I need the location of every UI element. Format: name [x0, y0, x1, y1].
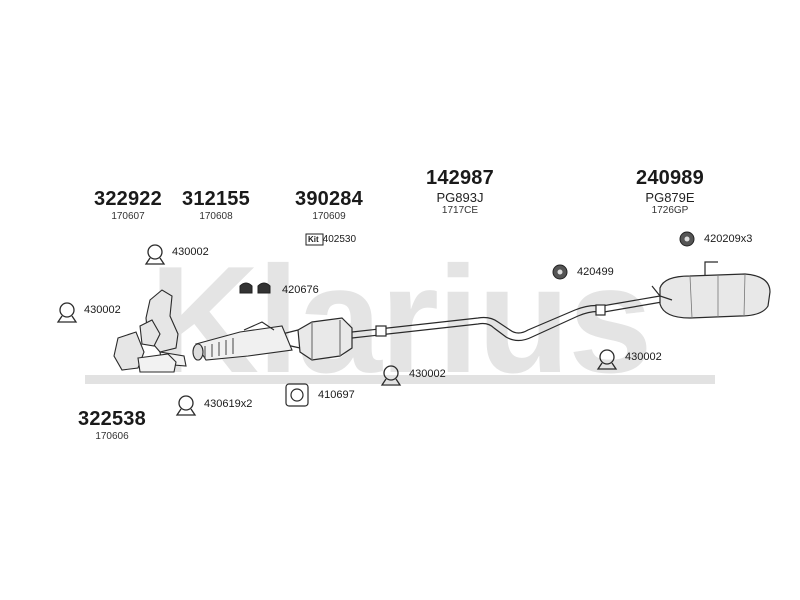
- pipe-system: [351, 295, 663, 342]
- watermark-text: Klarius: [149, 235, 650, 405]
- part-number: 322922: [94, 188, 162, 210]
- watermark-band: [85, 375, 715, 384]
- rear-silencer-shape: [651, 261, 771, 319]
- front-flexpipe-shape: [192, 321, 293, 361]
- part-ref: 170608: [199, 211, 233, 222]
- fitting-clamp-center: 430002: [409, 368, 446, 380]
- part-number: 312155: [182, 188, 250, 210]
- fitting-clamp-lower: 430619x2: [204, 398, 253, 410]
- part-312155: 312155 170608: [176, 188, 256, 222]
- fitting-mount-mid: 420499: [577, 266, 614, 278]
- fitting-mount-right: 420209x3: [704, 233, 753, 245]
- part-322538: 322538 170606: [72, 408, 152, 442]
- mount-icons: [552, 231, 695, 280]
- part-240989: 240989 PG879E 1726GP: [620, 167, 720, 216]
- part-ref: 170607: [111, 211, 145, 222]
- gasket-pair-icon: [239, 282, 271, 294]
- part-number: 390284: [295, 188, 363, 210]
- part-number: 322538: [78, 408, 146, 430]
- fitting-clamp-left: 430002: [84, 304, 121, 316]
- part-ref: 170606: [95, 431, 129, 442]
- part-ref: 170609: [312, 211, 346, 222]
- part-code: PG893J: [436, 190, 484, 205]
- catalyst-shape: [281, 317, 353, 361]
- part-code: PG879E: [645, 190, 695, 205]
- kit-number: 402530: [322, 234, 357, 245]
- part-322922: 322922 170607: [88, 188, 168, 222]
- fitting-clamp-right: 430002: [625, 351, 662, 363]
- part-number: 142987: [426, 167, 494, 189]
- clamp-icons: [56, 244, 618, 416]
- kit-box-icon: [305, 233, 324, 246]
- part-142987: 142987 PG893J 1717CE: [410, 167, 510, 216]
- part-ref: 1726GP: [651, 205, 689, 216]
- fitting-gasket-pair: 420676: [282, 284, 319, 296]
- manifold-shapes: [113, 289, 187, 373]
- flange-gasket-icon: [285, 383, 309, 407]
- kit-tag: Kit: [308, 235, 319, 244]
- part-390284: 390284 170609: [289, 188, 369, 222]
- part-ref: 1717CE: [441, 205, 479, 216]
- fitting-flange-gasket: 410697: [318, 389, 355, 401]
- part-number: 240989: [636, 167, 704, 189]
- fitting-clamp-top-left: 430002: [172, 246, 209, 258]
